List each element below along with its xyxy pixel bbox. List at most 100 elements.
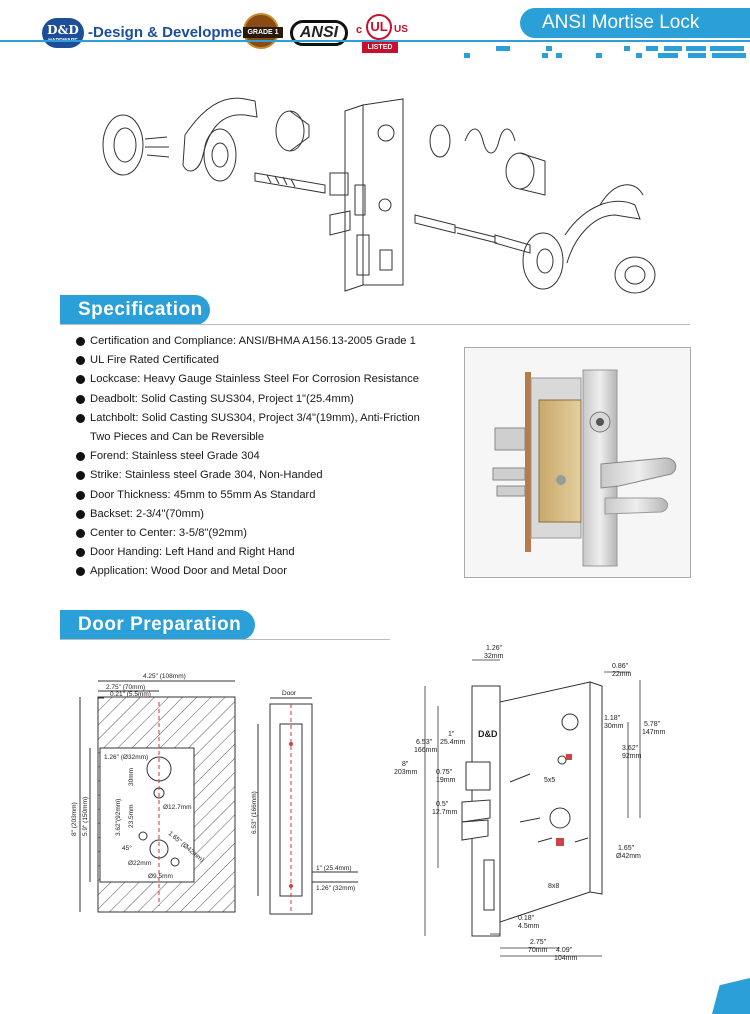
spec-item: Certification and Compliance: ANSI/BHMA … — [76, 332, 456, 351]
dim-22mm: Ø22mm — [128, 860, 151, 867]
dim-edge-1-26in: 1.26" (32mm) — [316, 885, 355, 892]
header-rule — [0, 40, 750, 42]
dim-275-in: 2.75" — [530, 939, 547, 946]
spec-item-text: Deadbolt: Solid Casting SUS304, Project … — [90, 392, 354, 405]
dim-face-mm: 22mm — [612, 671, 632, 678]
dim-92mm: 3.62"(92mm) — [115, 799, 122, 836]
specification-list: Certification and Compliance: ANSI/BHMA … — [76, 332, 456, 582]
spec-item: Center to Center: 3-5/8"(92mm) — [76, 524, 456, 543]
dim-12-7mm: Ø12.7mm — [163, 804, 192, 811]
door-edge-diagram: Door 6.53" (166mm) 1" (25.4mm) 1.26" (32… — [251, 690, 358, 915]
mortise-lock-photo-illustration — [465, 348, 690, 577]
ul-listed-logo: c UL US LISTED — [356, 12, 408, 54]
dim-362-mm: 92mm — [622, 753, 642, 760]
dim-409-in: 4.09" — [556, 947, 573, 954]
lock-dimension-diagram: 1.26" 32mm 0.86" 22mm 1.18" 30mm 5.78" 1… — [394, 645, 666, 962]
dim-018-mm: 4.5mm — [518, 923, 540, 930]
bullet-icon — [76, 375, 85, 385]
dim-362-in: 3.62" — [622, 745, 639, 752]
ul-circle-mark: UL — [366, 14, 392, 40]
dim-653-mm: 166mm — [414, 747, 438, 754]
dim-deadbolt-in: 1" — [448, 731, 455, 738]
ul-us-mark: US — [394, 24, 408, 35]
dim-height-inner: 5.9" (150mm) — [82, 797, 89, 836]
spec-item-text: Lockcase: Heavy Gauge Stainless Steel Fo… — [90, 373, 419, 386]
specification-rule — [60, 324, 690, 325]
dim-width-small: 0.21" (5.5mm) — [110, 691, 151, 698]
dim-165-mm: Ø42mm — [616, 853, 641, 860]
spec-item-text: Door Handing: Left Hand and Right Hand — [90, 546, 295, 559]
dim-578-in: 5.78" — [644, 721, 661, 728]
spec-item: Application: Wood Door and Metal Door — [76, 562, 456, 581]
spec-item-text: UL Fire Rated Certificated — [90, 354, 219, 367]
ul-listed-label: LISTED — [362, 42, 398, 53]
dim-latch-mm: 19mm — [436, 777, 456, 784]
bullet-icon — [76, 471, 85, 481]
bullet-icon — [76, 490, 85, 500]
dim-30mm: 30mm — [128, 768, 135, 786]
specification-heading: Specification — [60, 295, 210, 325]
dim-9-5mm: Ø9.5mm — [148, 873, 173, 880]
bullet-icon — [76, 529, 85, 539]
bullet-icon — [76, 452, 85, 462]
dim-edge-height: 6.53" (166mm) — [251, 791, 258, 834]
ansi-logo: ANSI — [290, 20, 348, 46]
spec-item-text: Center to Center: 3-5/8"(92mm) — [90, 527, 247, 540]
spec-item: UL Fire Rated Certificated — [76, 351, 456, 370]
dim-8-mm: 203mm — [394, 769, 418, 776]
spec-item-text: Application: Wood Door and Metal Door — [90, 565, 287, 578]
spec-item-text: Strike: Stainless steel Grade 304, Non-H… — [90, 469, 323, 482]
bullet-icon — [76, 394, 85, 404]
exploded-assembly-illustration — [102, 97, 656, 294]
brand-logo-text: D&D — [47, 23, 79, 37]
dim-hole-top: 1.26" (Ø32mm) — [104, 754, 148, 761]
dim-409-mm: 104mm — [554, 955, 578, 962]
bullet-icon — [76, 337, 85, 346]
spec-item-text: Certification and Compliance: ANSI/BHMA … — [90, 335, 416, 347]
bullet-icon — [76, 509, 85, 519]
spec-item: Deadbolt: Solid Casting SUS304, Project … — [76, 390, 456, 409]
spec-item: Door Thickness: 45mm to 55mm As Standard — [76, 486, 456, 505]
dim-653-in: 6.53" — [416, 739, 433, 746]
ul-c-mark: c — [356, 24, 363, 36]
spec-item: Forend: Stainless steel Grade 304 — [76, 447, 456, 466]
decorative-pixel-pattern — [460, 44, 750, 60]
dim-width-mid: 2.75" (70mm) — [106, 684, 145, 691]
dim-deadbolt-mm: 25.4mm — [440, 739, 465, 746]
spec-item-text: Backset: 2-3/4"(70mm) — [90, 507, 205, 520]
dim-23-5mm: 23.5mm — [128, 805, 135, 828]
door-preparation-heading: Door Preparation — [60, 610, 255, 640]
dim-8-in: 8" — [402, 761, 409, 768]
dim-latch2-mm: 12.7mm — [432, 809, 457, 816]
bullet-icon — [76, 548, 85, 558]
dim-165-in: 1.65" — [618, 845, 635, 852]
dim-edge-1in: 1" (25.4mm) — [316, 865, 352, 872]
spec-item-text: Door Thickness: 45mm to 55mm As Standard — [90, 488, 316, 501]
dim-top-in: 1.26" — [486, 645, 503, 652]
page-header: D&D HARDWARE -Design & Development GRADE… — [0, 0, 750, 62]
dim-face-in: 0.86" — [612, 663, 629, 670]
dim-118-mm: 30mm — [604, 723, 624, 730]
forend-plate-logo: D&D — [478, 729, 498, 739]
dim-018-in: 0.18" — [518, 915, 535, 922]
dim-45-degree: 45° — [122, 844, 132, 852]
door-label: Door — [282, 690, 297, 697]
spec-item: Door Handing: Left Hand and Right Hand — [76, 543, 456, 562]
spec-item: Backset: 2-3/4"(70mm) — [76, 505, 456, 524]
door-preparation-rule — [60, 639, 390, 640]
spec-item-continuation: Two Pieces and Can be Reversible — [76, 428, 456, 447]
grade-1-seal: GRADE 1 — [243, 13, 283, 49]
dim-top-mm: 32mm — [484, 653, 504, 660]
dim-width-total: 4.25" (108mm) — [143, 673, 186, 680]
bullet-icon — [76, 413, 85, 423]
dim-118-in: 1.18" — [604, 715, 621, 722]
product-photo — [464, 347, 691, 578]
spec-item-text: Forend: Stainless steel Grade 304 — [90, 450, 260, 463]
spec-item-text: Two Pieces and Can be Reversible — [90, 431, 265, 444]
door-cutout-diagram: 4.25" (108mm) 2.75" (70mm) 0.21" (5.5mm)… — [71, 673, 236, 913]
spec-item: Lockcase: Heavy Gauge Stainless Steel Fo… — [76, 370, 456, 389]
grade-badge-text: GRADE 1 — [243, 27, 283, 38]
dim-square-8x8: 8x8 — [548, 883, 559, 890]
spec-item: Latchbolt: Solid Casting SUS304, Project… — [76, 409, 456, 428]
spec-item-text: Latchbolt: Solid Casting SUS304, Project… — [90, 411, 420, 424]
